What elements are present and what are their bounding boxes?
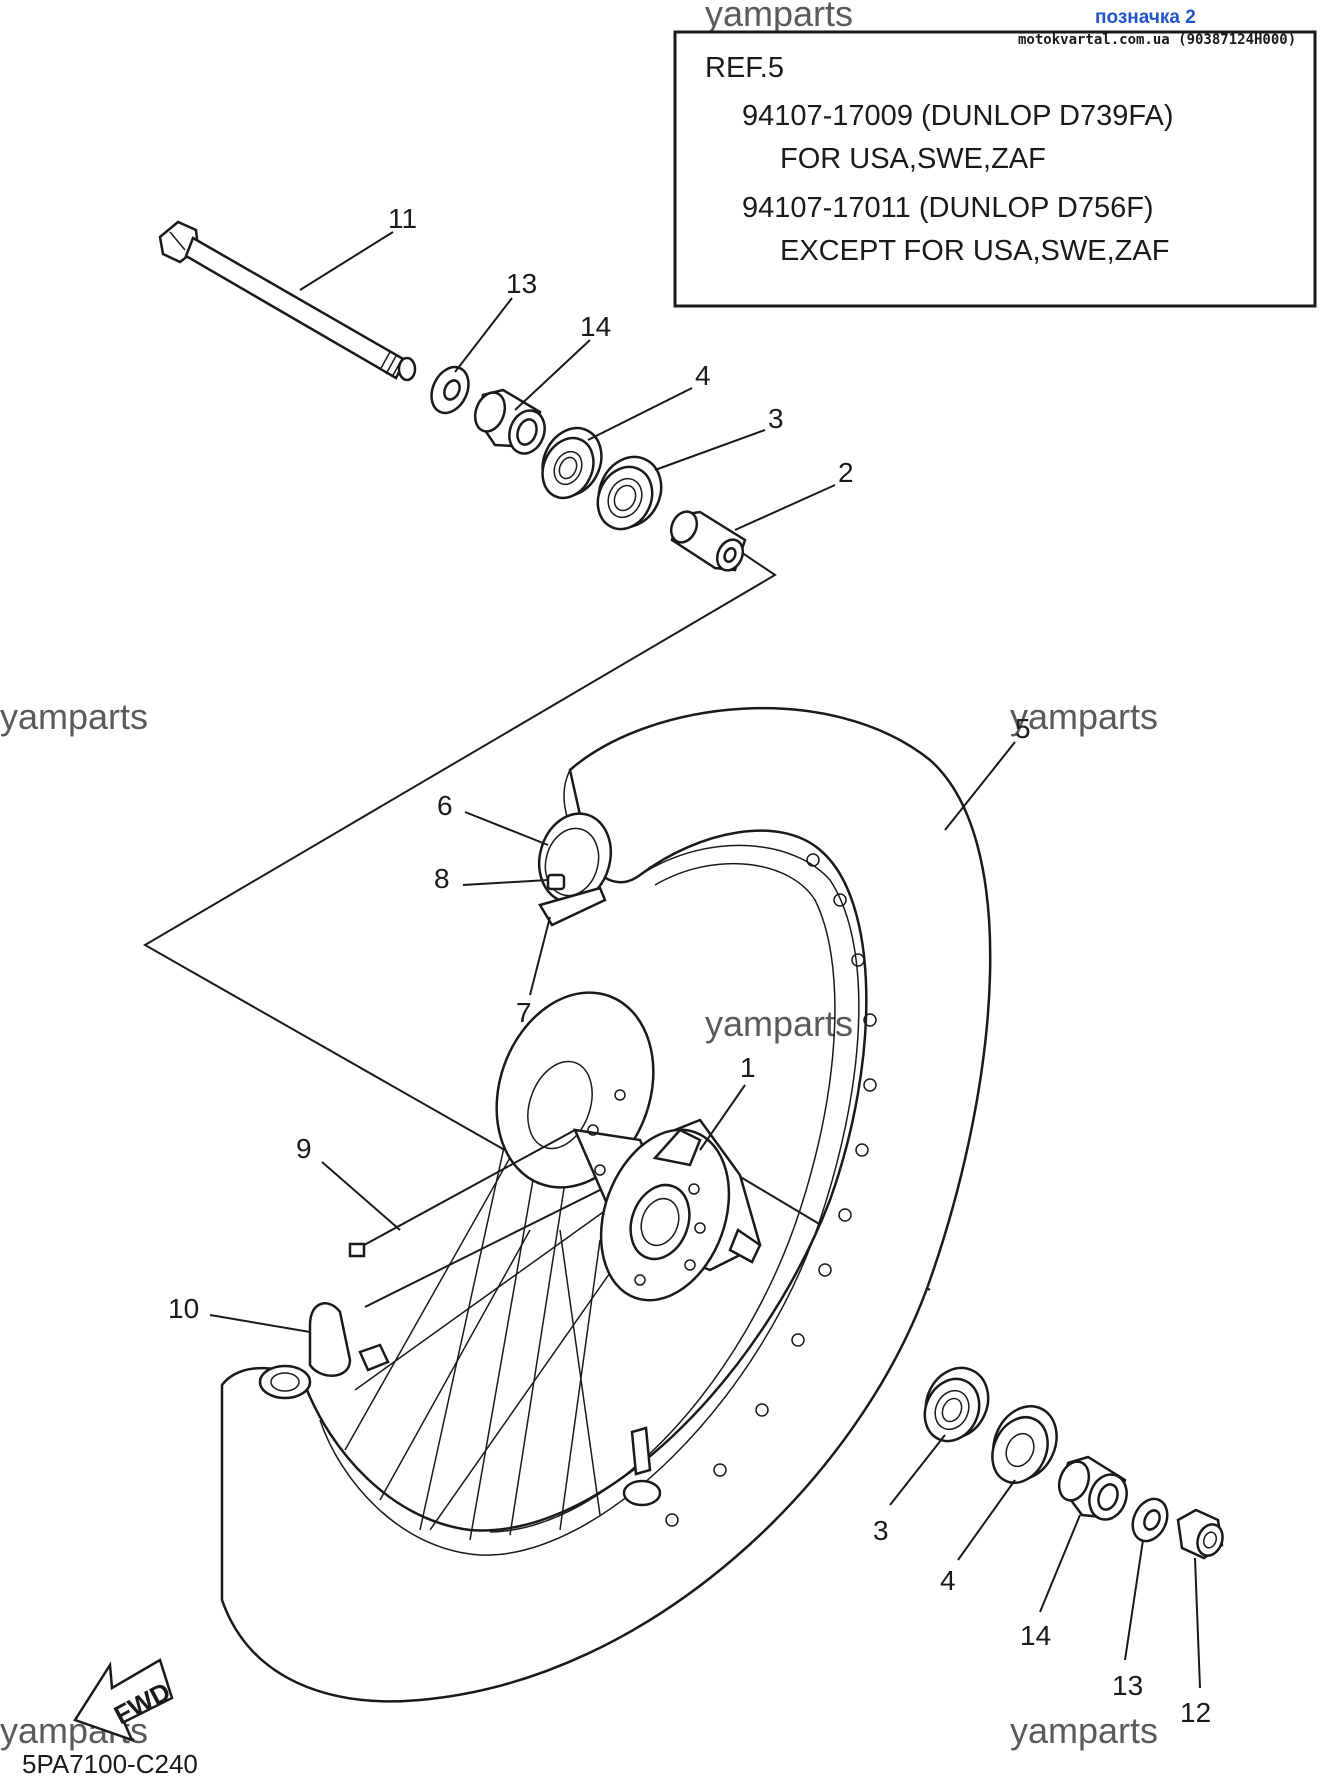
- header-tag-label: позначка 2: [1095, 7, 1196, 28]
- ref-line-3: 94107-17011 (DUNLOP D756F): [742, 192, 1154, 224]
- label-part-4-bottom: 4: [940, 1565, 956, 1596]
- ref-box: REF.5 94107-17009 (DUNLOP D739FA) FOR US…: [673, 30, 1317, 308]
- spoke-part-9: [348, 1129, 601, 1308]
- watermark-left: yamparts: [0, 696, 148, 737]
- oil-seal-part-4-top: [541, 426, 603, 500]
- bearing-part-3-bottom: [923, 1366, 990, 1443]
- ref-line-1: 94107-17009 (DUNLOP D739FA): [742, 100, 1174, 132]
- washer-part-13-bottom: [1131, 1497, 1169, 1543]
- label-part-11: 11: [388, 203, 417, 234]
- collar-part-14-bottom: [1057, 1455, 1128, 1521]
- watermark-bottom-right: yamparts: [1010, 1710, 1158, 1751]
- label-part-3-bottom: 3: [873, 1515, 889, 1546]
- label-part-5: 5: [1015, 713, 1031, 744]
- diagram-code: 5PA7100-C240: [22, 1749, 198, 1779]
- ref-line-4: EXCEPT FOR USA,SWE,ZAF: [780, 235, 1169, 267]
- label-part-2: 2: [838, 457, 854, 488]
- collar-part-14-top: [473, 388, 546, 455]
- rim-lock-part-8: [546, 873, 566, 891]
- watermark-right: yamparts: [1010, 696, 1158, 737]
- spacer-part-2: [669, 510, 747, 572]
- axle-part-11: [158, 220, 417, 382]
- label-part-6: 6: [437, 790, 453, 821]
- nut-part-12: [1176, 1508, 1224, 1560]
- label-part-13-top: 13: [506, 268, 537, 299]
- label-part-3-top: 3: [768, 403, 784, 434]
- label-part-14-top: 14: [580, 311, 611, 342]
- oil-seal-part-4-bottom: [991, 1405, 1058, 1484]
- rim-cap-part-10: [258, 1302, 352, 1400]
- label-part-7: 7: [516, 997, 532, 1028]
- leader-lines: [209, 231, 1201, 1689]
- ref-title: REF.5: [705, 52, 784, 84]
- label-part-10: 10: [168, 1293, 199, 1324]
- bearing-part-3-top: [596, 455, 663, 531]
- valve-nut: [358, 1343, 390, 1372]
- label-part-9: 9: [296, 1133, 312, 1164]
- label-part-14-bottom: 14: [1020, 1620, 1051, 1651]
- watermark-center: yamparts: [705, 1003, 853, 1044]
- valve-stem: [622, 1426, 662, 1507]
- hub-part-1: [495, 991, 762, 1302]
- label-part-8: 8: [434, 863, 450, 894]
- header-tag-site: motokvartal.com.ua (90387124H000): [1018, 32, 1296, 48]
- rim-spoke-holes: [665, 853, 877, 1527]
- label-part-1: 1: [740, 1052, 756, 1083]
- label-part-12: 12: [1180, 1697, 1211, 1728]
- label-part-4-top: 4: [695, 360, 711, 391]
- ref-line-2: FOR USA,SWE,ZAF: [780, 143, 1046, 175]
- label-part-13-bottom: 13: [1112, 1670, 1143, 1701]
- watermark-top: yamparts: [705, 0, 853, 34]
- rim-lock-part-7: [538, 886, 607, 927]
- assembly-line: [143, 547, 777, 1154]
- ref-box-border: [673, 30, 1317, 308]
- spokes: [344, 1119, 641, 1541]
- washer-part-13-top: [430, 365, 470, 415]
